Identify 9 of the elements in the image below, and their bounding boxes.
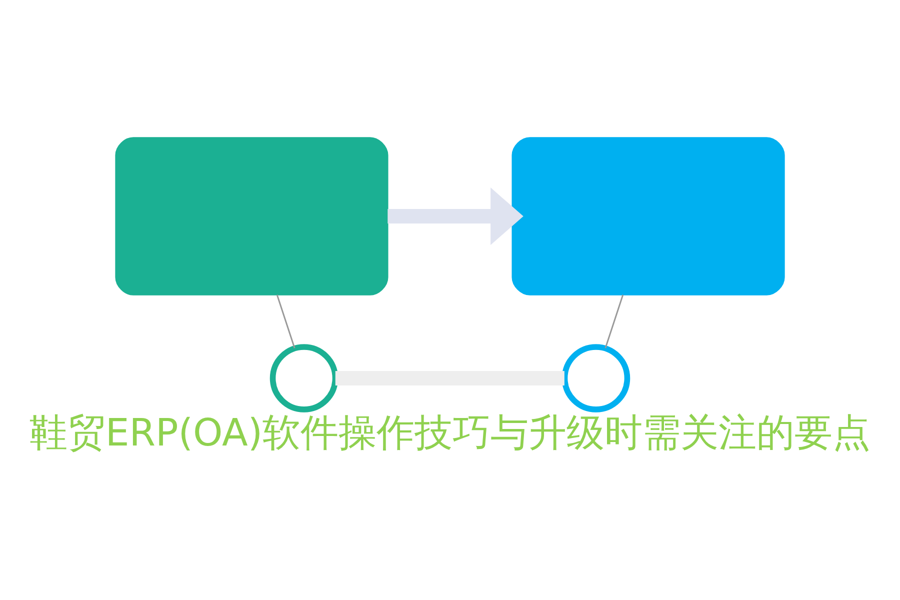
- node-box: [115, 136, 388, 295]
- connector: [335, 370, 564, 385]
- connector: [604, 294, 624, 348]
- diagram-title: 鞋贸ERP(OA)软件操作技巧与升级时需关注的要点: [29, 410, 871, 454]
- arrow: [388, 187, 524, 244]
- node-circle: [562, 344, 630, 412]
- connector: [276, 294, 296, 348]
- node-circle: [270, 344, 338, 412]
- node-box: [512, 136, 785, 295]
